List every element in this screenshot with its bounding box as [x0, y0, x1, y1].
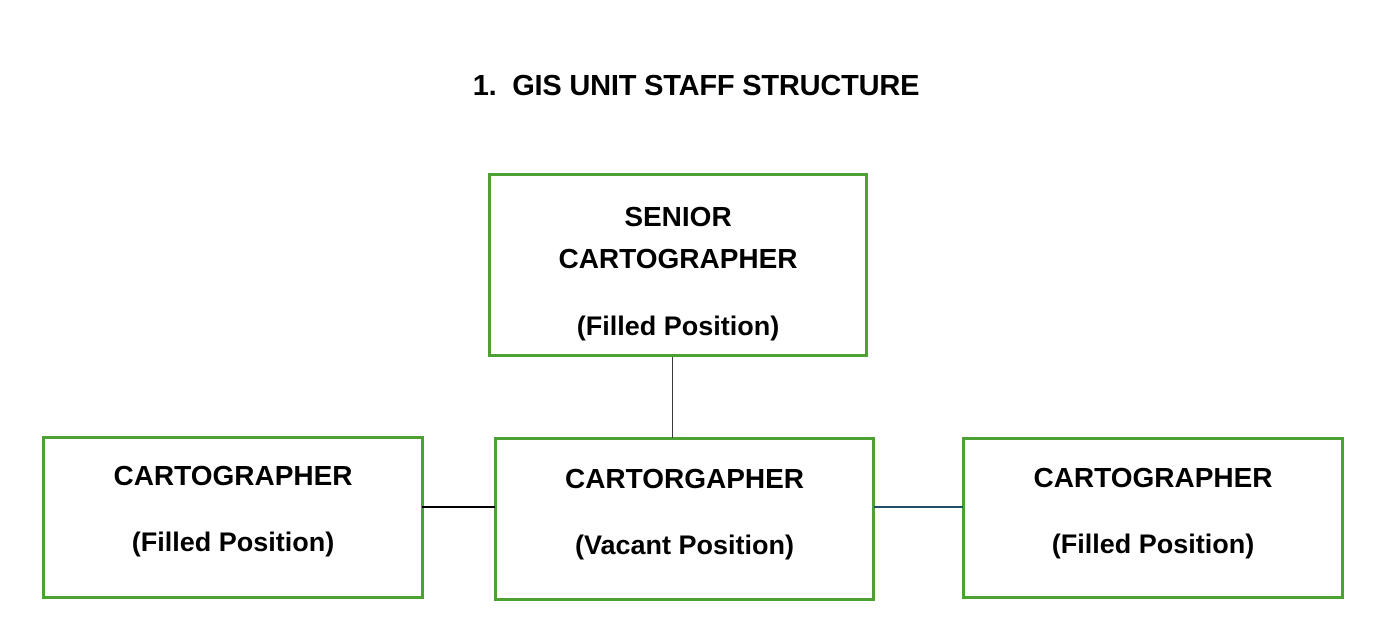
- org-node-title: CARTOGRAPHER: [1033, 462, 1273, 493]
- org-node-cartographer-left[interactable]: CARTOGRAPHER (Filled Position): [42, 436, 424, 599]
- connector-left-to-center: [422, 506, 495, 508]
- org-node-cartorgapher-center[interactable]: CARTORGAPHER (Vacant Position): [494, 437, 875, 601]
- page-title: 1. GIS UNIT STAFF STRUCTURE: [472, 70, 920, 102]
- org-node-status: (Filled Position): [131, 527, 335, 557]
- org-node-title: CARTORGAPHER: [564, 463, 805, 494]
- org-node-status: (Filled Position): [576, 311, 780, 341]
- connector-senior-to-center: [672, 357, 673, 438]
- org-node-status: (Filled Position): [1051, 529, 1255, 559]
- connector-center-to-right: [874, 506, 963, 508]
- org-node-title: CARTOGRAPHER: [113, 460, 353, 491]
- org-node-title-line-1: SENIOR: [624, 201, 732, 232]
- org-node-status: (Vacant Position): [574, 530, 795, 560]
- org-node-senior-cartographer[interactable]: SENIOR CARTOGRAPHER (Filled Position): [488, 173, 868, 357]
- org-node-title-line-2: CARTOGRAPHER: [558, 243, 798, 274]
- org-node-cartographer-right[interactable]: CARTOGRAPHER (Filled Position): [962, 437, 1344, 599]
